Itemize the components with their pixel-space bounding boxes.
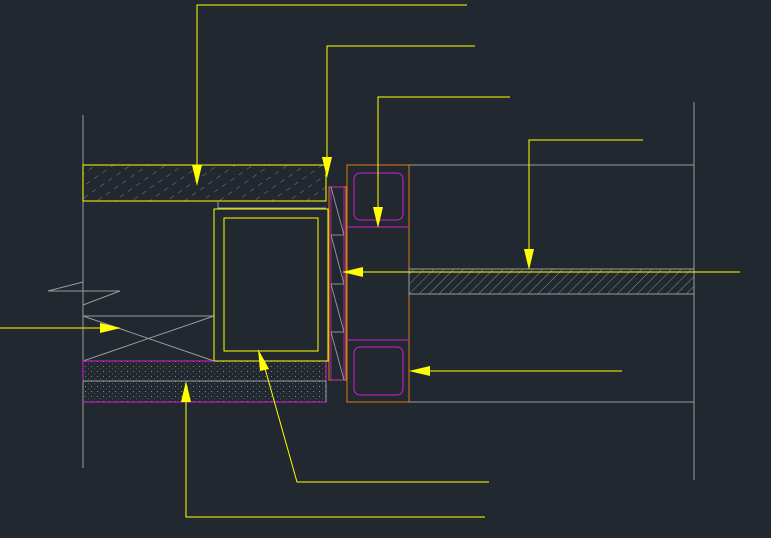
glazing-strip [328,186,347,381]
leader-glazing [326,45,475,163]
dotted-layer-upper [82,360,327,382]
window-frame-inner [223,217,319,352]
arrowhead-dotted-layer [181,381,191,402]
hatched-beam-right [408,268,695,295]
arrowhead-top-slab [192,165,202,186]
arrowhead-frame [258,349,269,371]
arrowhead-tube-bottom [409,366,430,376]
leader-beam [528,139,643,255]
leader-tube-top [377,96,510,213]
window-frame-outer [213,208,329,362]
arrowhead-glazing [322,157,332,178]
dotted-layer-lower [82,380,327,403]
insulation-x-box [82,315,215,362]
leader-frame [263,364,489,483]
arrowhead-insulation [100,323,121,333]
hatched-slab-left [82,164,327,202]
tube-bottom-magenta [353,346,404,396]
leader-dotted-layer [185,395,485,518]
arrowhead-glazing-side [342,267,363,277]
arrowhead-beam [524,249,534,270]
leader-top-slab [196,4,467,170]
break-line-symbol [47,281,121,306]
arrowhead-tube-top [373,207,383,228]
